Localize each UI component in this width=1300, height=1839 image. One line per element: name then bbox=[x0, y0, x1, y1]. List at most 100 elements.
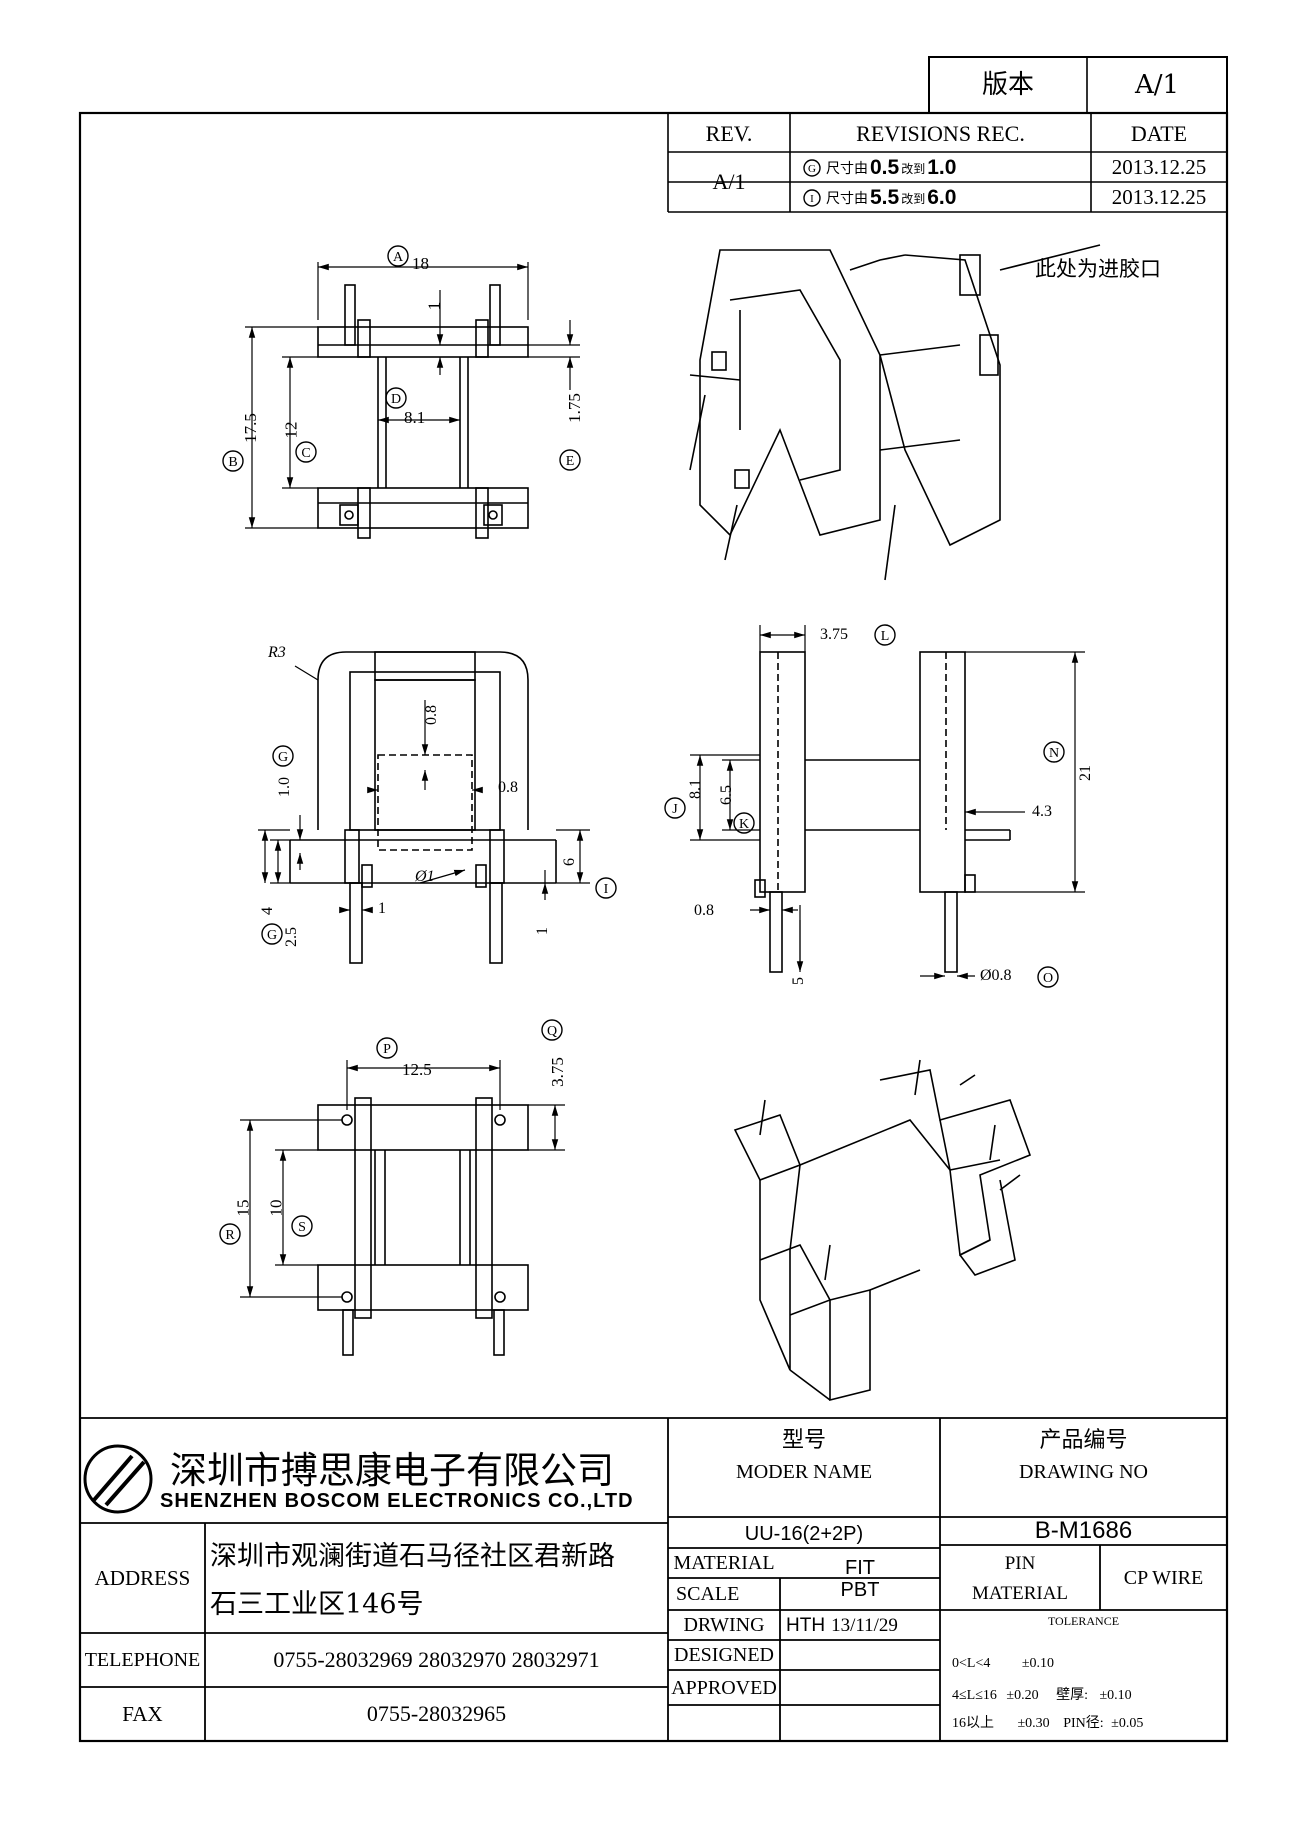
pin-dia-value: ±0.05 bbox=[1111, 1716, 1144, 1731]
revisions-rec-header: REVISIONS REC. bbox=[856, 120, 1025, 146]
svg-text:D: D bbox=[391, 392, 401, 407]
scale-label: SCALE bbox=[676, 1583, 740, 1605]
side-view bbox=[690, 625, 1085, 980]
drwing-date: 13/11/29 bbox=[831, 1615, 898, 1636]
pin-label: PIN bbox=[1004, 1552, 1036, 1574]
revision-table-lines bbox=[667, 113, 1227, 213]
revision-row-1-date: 2013.12.25 bbox=[1111, 154, 1207, 179]
iso-view-top bbox=[689, 244, 1101, 581]
dimension-markers bbox=[83, 159, 1065, 1514]
svg-text:S: S bbox=[298, 1220, 306, 1235]
marker-letters: A B C D E G G I L N J K O P Q R S G I bbox=[225, 163, 1059, 1243]
dim-pin-dia-1: Ø1 bbox=[415, 868, 435, 885]
front-view bbox=[258, 651, 590, 964]
company-logo-icon bbox=[83, 1444, 153, 1514]
tolerance-row-1: 0<L<4 ±0.10 bbox=[952, 1656, 1054, 1672]
revision-row-1-mid: 改到 bbox=[901, 161, 926, 176]
dim-side-4-3: 4.3 bbox=[1032, 803, 1052, 820]
title-block-lines bbox=[80, 1417, 1227, 1741]
svg-text:C: C bbox=[301, 446, 310, 461]
tolerance-range-3: 16以上 bbox=[952, 1716, 994, 1731]
model-value: UU-16(2+2P) bbox=[744, 1523, 864, 1545]
dim-bottom-15: 15 bbox=[233, 1199, 253, 1217]
dim-side-pin-dia: Ø0.8 bbox=[980, 967, 1012, 984]
drawing-no-label-cn: 产品编号 bbox=[1039, 1428, 1128, 1453]
material-label: MATERIAL bbox=[673, 1552, 775, 1574]
material-value: FIT bbox=[845, 1557, 875, 1579]
svg-text:B: B bbox=[228, 455, 237, 470]
scale-value: PBT bbox=[840, 1579, 880, 1601]
designed-label: DESIGNED bbox=[674, 1644, 774, 1666]
tolerance-range-1: 0<L<4 bbox=[952, 1656, 991, 1671]
sheet-border bbox=[78, 111, 1229, 1743]
tolerance-value-3: ±0.30 bbox=[1017, 1716, 1050, 1731]
tolerance-value-1: ±0.10 bbox=[1021, 1656, 1055, 1671]
company-name-cn: 深圳市搏思康电子有限公司 bbox=[170, 1449, 614, 1492]
drwing-value: HTH 13/11/29 bbox=[786, 1614, 898, 1638]
revision-row-2-prefix: 尺寸由 bbox=[826, 191, 868, 207]
company-name-en: SHENZHEN BOSCOM ELECTRONICS CO.,LTD bbox=[160, 1490, 634, 1512]
drwing-by: HTH bbox=[786, 1615, 826, 1636]
wall-value: ±0.10 bbox=[1099, 1688, 1132, 1703]
dim-front-4: 4 bbox=[259, 907, 276, 915]
drwing-label: DRWING bbox=[683, 1614, 765, 1636]
dim-side-0-8: 0.8 bbox=[694, 902, 714, 919]
svg-text:G: G bbox=[267, 928, 277, 943]
dim-front-1-pin: 1 bbox=[378, 900, 386, 917]
svg-text:J: J bbox=[672, 802, 678, 817]
approved-label: APPROVED bbox=[671, 1676, 777, 1699]
svg-text:R: R bbox=[225, 1228, 235, 1243]
svg-text:I: I bbox=[810, 193, 814, 205]
gate-note: 此处为进胶口 bbox=[1035, 257, 1161, 281]
dim-side-21: 21 bbox=[1077, 765, 1094, 781]
revision-row-2-date: 2013.12.25 bbox=[1111, 184, 1207, 209]
dim-front-0-8-top: 0.8 bbox=[423, 705, 440, 725]
telephone-label: TELEPHONE bbox=[84, 1649, 201, 1671]
fax-value: 0755-28032965 bbox=[366, 1701, 507, 1726]
svg-text:Q: Q bbox=[547, 1024, 557, 1039]
pin-material-value: CP WIRE bbox=[1123, 1566, 1204, 1589]
dim-top-1: 1 bbox=[424, 301, 444, 311]
dim-side-5: 5 bbox=[790, 977, 807, 985]
version-value: A/1 bbox=[1134, 70, 1180, 100]
svg-text:A: A bbox=[393, 250, 404, 265]
address-line-1: 深圳市观澜街道石马径社区君新路 bbox=[210, 1541, 615, 1572]
dim-front-6: 6 bbox=[561, 858, 578, 866]
model-label-cn: 型号 bbox=[781, 1428, 826, 1453]
revision-row-2: 尺寸由 5.5 改到 6.0 bbox=[826, 186, 956, 210]
dim-r3: R3 bbox=[268, 644, 286, 661]
dim-front-2-5: 2.5 bbox=[283, 927, 300, 947]
svg-text:P: P bbox=[383, 1042, 391, 1057]
pin-material-label: MATERIAL bbox=[971, 1582, 1069, 1604]
svg-text:I: I bbox=[604, 882, 609, 897]
tolerance-label: TOLERANCE bbox=[1047, 1614, 1120, 1628]
dim-width-18: 18 bbox=[412, 254, 429, 273]
model-label-en: MODER NAME bbox=[735, 1461, 873, 1483]
dim-height-17-5: 17.5 bbox=[240, 413, 260, 443]
revision-row-2-from: 5.5 bbox=[870, 186, 900, 209]
bottom-view bbox=[240, 1060, 565, 1356]
address-label: ADDRESS bbox=[94, 1565, 191, 1590]
revision-row-2-to: 6.0 bbox=[927, 186, 957, 209]
date-header: DATE bbox=[1130, 120, 1188, 146]
tolerance-value-2: ±0.20 bbox=[1006, 1688, 1039, 1703]
svg-text:G: G bbox=[278, 750, 288, 765]
pin-dia-label: PIN径: bbox=[1063, 1716, 1104, 1731]
dim-8-1: 8.1 bbox=[404, 408, 426, 427]
iso-view-bottom bbox=[733, 1059, 1032, 1402]
rev-header: REV. bbox=[705, 120, 753, 146]
version-label: 版本 bbox=[981, 70, 1034, 100]
tolerance-range-2: 4≤L≤16 bbox=[952, 1688, 997, 1703]
dim-1-75: 1.75 bbox=[564, 393, 584, 423]
version-box bbox=[928, 56, 1228, 114]
revision-row-1: 尺寸由 0.5 改到 1.0 bbox=[826, 156, 956, 180]
svg-text:L: L bbox=[881, 629, 890, 644]
tolerance-row-3: 16以上 ±0.30 PIN径: ±0.05 bbox=[952, 1712, 1143, 1732]
revision-row-2-mid: 改到 bbox=[901, 191, 926, 206]
dim-front-1-bottom: 1 bbox=[534, 927, 551, 935]
svg-text:O: O bbox=[1043, 971, 1053, 986]
svg-text:G: G bbox=[808, 163, 816, 175]
fax-label: FAX bbox=[122, 1701, 163, 1726]
revision-row-1-from: 0.5 bbox=[870, 156, 900, 179]
